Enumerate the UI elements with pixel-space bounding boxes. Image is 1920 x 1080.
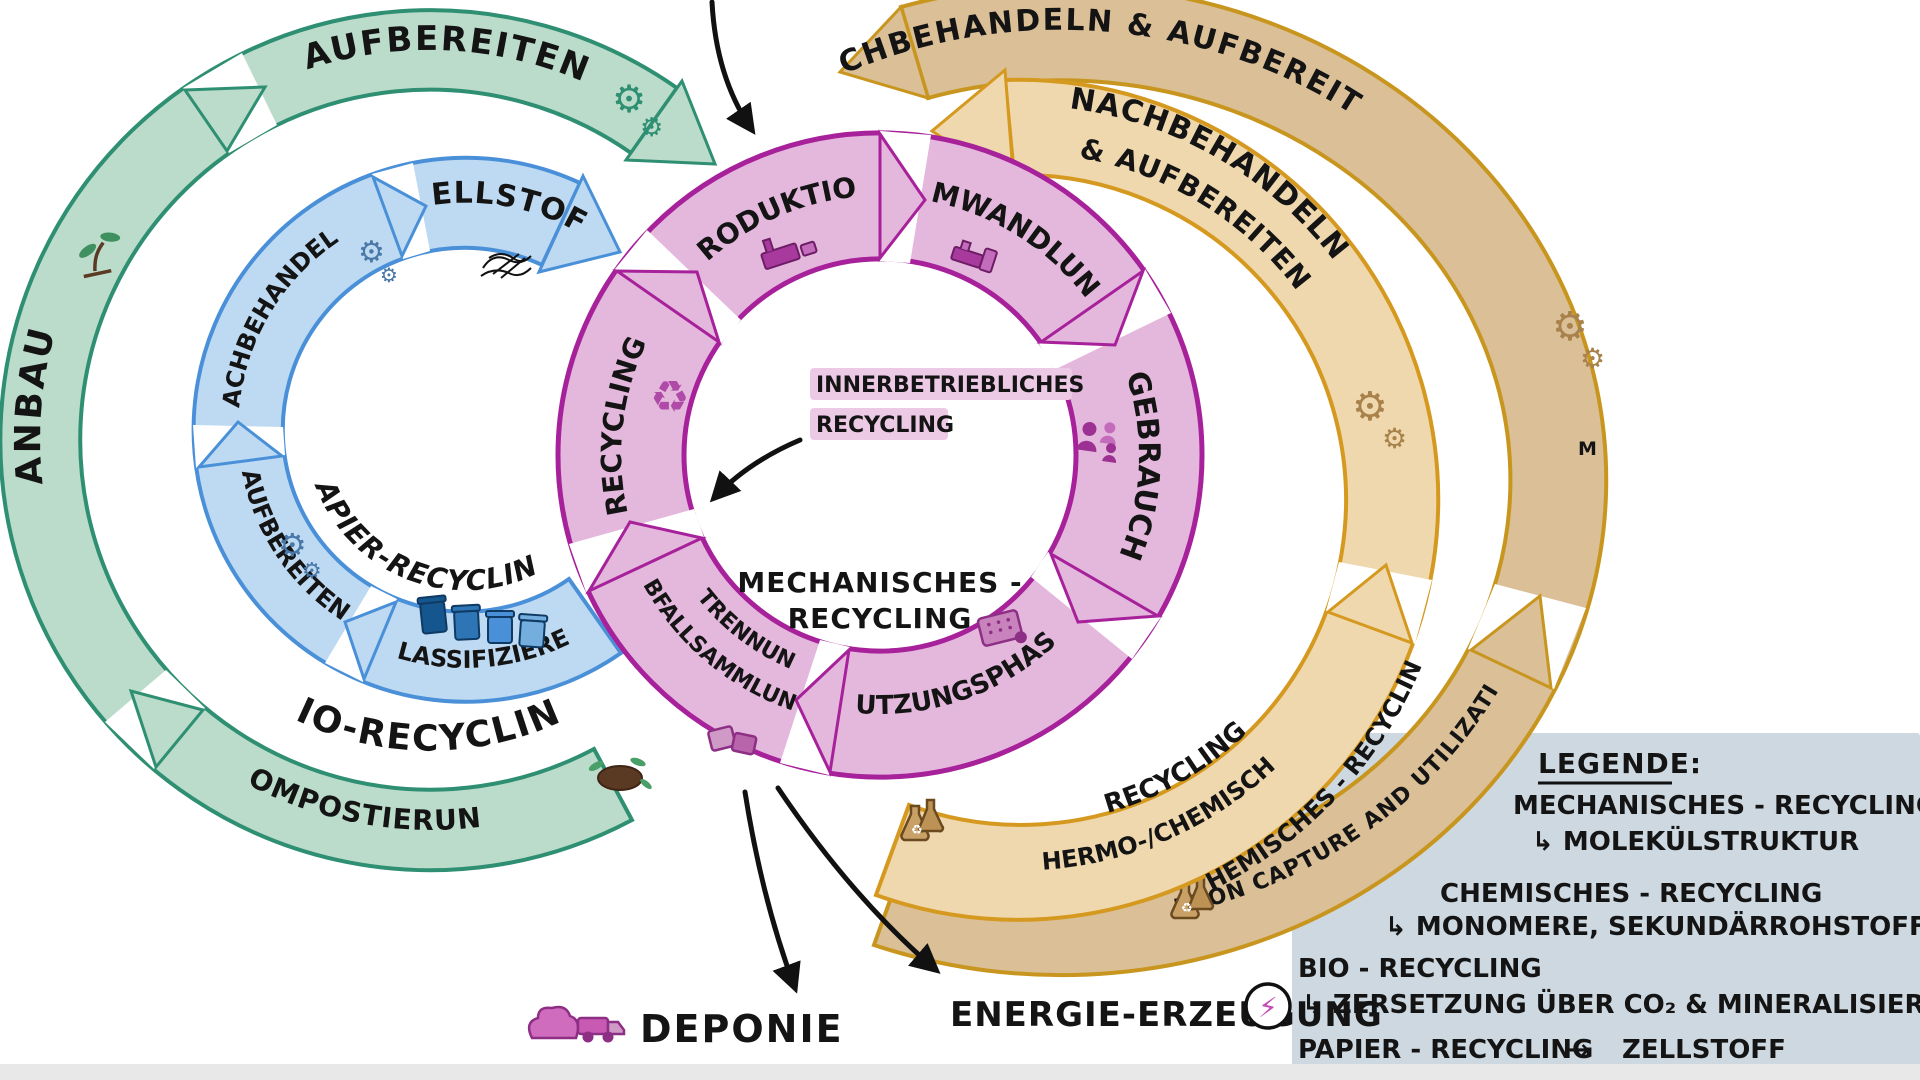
legend-entry-bio: BIO - RECYCLING [1298, 954, 1542, 984]
truck-icon [527, 1005, 626, 1043]
svg-text:⚙: ⚙ [278, 526, 307, 564]
inner-note-line1: INNERBETRIEBLICHES [816, 373, 1084, 398]
people-icon [1076, 421, 1117, 464]
svg-text:⚙: ⚙ [1552, 304, 1588, 350]
flow-chevron [343, 599, 399, 684]
svg-text:⚙: ⚙ [640, 113, 663, 143]
gear-icon: ⚙ ⚙ [1352, 384, 1407, 455]
flow-chevron [794, 645, 852, 778]
legend-detail-papier: ZELLSTOFF [1622, 1035, 1786, 1065]
svg-text:⚡: ⚡ [1258, 991, 1278, 1024]
energie-label: ENERGIE-ERZEUGUNG [950, 995, 1383, 1035]
bottom-bar [0, 1064, 1920, 1080]
legend-entry-papier: PAPIER - RECYCLING [1298, 1035, 1593, 1065]
flow-arrowhead [623, 77, 718, 166]
legend: LEGENDE: MECHANISCHES - RECYCLING ↳ MOLE… [1298, 747, 1920, 1065]
flask-icon: ♻ [900, 798, 945, 842]
legend-papier-arrow: → [1568, 1035, 1590, 1065]
legend-detail-bio: ↳ ZERSETZUNG ÜBER CO₂ & MINERALISIERUNG [1302, 987, 1920, 1020]
compost-icon [588, 757, 652, 791]
flow-chevron [1048, 550, 1163, 624]
energie-arrow [775, 785, 941, 974]
flow-chevron [195, 419, 286, 470]
deponie-arrow [742, 789, 801, 994]
flow-chevron [1325, 562, 1415, 646]
gear-icon: ⚙ ⚙ [612, 77, 663, 143]
artist-signature: M [1578, 438, 1597, 460]
mechanical-cycle-label-line1: MECHANISCHES - [737, 566, 1022, 599]
flow-arrowhead [536, 172, 623, 275]
machine-icon [950, 239, 998, 274]
lightning-icon: ⚡ [1244, 982, 1292, 1030]
deponie-label: DEPONIE [640, 1007, 844, 1051]
flow-chevron [878, 129, 927, 263]
mechanical-cycle-label-line2: RECYCLING [788, 602, 973, 635]
svg-text:⚙: ⚙ [1580, 342, 1605, 375]
note-highlight [810, 408, 948, 440]
waste-bags-icon [707, 725, 758, 756]
recycle-icon: ♻ [650, 372, 689, 423]
flow-chevron [612, 269, 722, 346]
legend-detail-chemisch: ↳ MONOMERE, SEKUNDÄRROHSTOFFE [1385, 910, 1920, 942]
factory-icon [760, 237, 818, 270]
svg-text:⚙: ⚙ [612, 77, 646, 121]
svg-text:♻: ♻ [911, 823, 923, 838]
flow-chevron [182, 85, 268, 154]
bins-icon [416, 594, 549, 649]
svg-text:⚙: ⚙ [1382, 422, 1407, 455]
gear-icon: ⚙ ⚙ [1552, 304, 1605, 375]
seedling-icon [79, 232, 121, 279]
svg-text:⚙: ⚙ [302, 559, 322, 584]
gear-icon: ⚙ ⚙ [358, 235, 398, 287]
svg-text:⚙: ⚙ [1352, 384, 1388, 430]
flow-chevron [585, 520, 707, 595]
legend-detail-mechanisch: ↳ MOLEKÜLSTRUKTUR [1532, 824, 1859, 857]
svg-text:⚙: ⚙ [358, 235, 385, 270]
svg-text:♻: ♻ [1181, 901, 1193, 916]
inner-note-line2: RECYCLING [816, 413, 954, 438]
flow-chevron [370, 173, 428, 260]
legend-entry-chemisch: CHEMISCHES - RECYCLING [1440, 879, 1822, 909]
inner-recycling-arrow [709, 437, 803, 503]
input-arrow [709, 0, 756, 135]
flow-chevron [128, 688, 206, 771]
flow-arrowhead [837, 4, 931, 101]
flow-chevron [1036, 267, 1147, 347]
legend-entry-mechanisch: MECHANISCHES - RECYCLING [1513, 791, 1920, 821]
note-highlight [810, 368, 1072, 400]
legend-title: LEGENDE: [1538, 747, 1702, 780]
gear-icon: ⚙ ⚙ [278, 526, 322, 584]
svg-text:⚙: ⚙ [380, 263, 398, 287]
flow-chevron [1468, 593, 1553, 691]
fiber-icon [480, 253, 532, 279]
flask-icon: ♻ [1170, 876, 1215, 920]
wheelie-bin-icon [976, 609, 1027, 647]
